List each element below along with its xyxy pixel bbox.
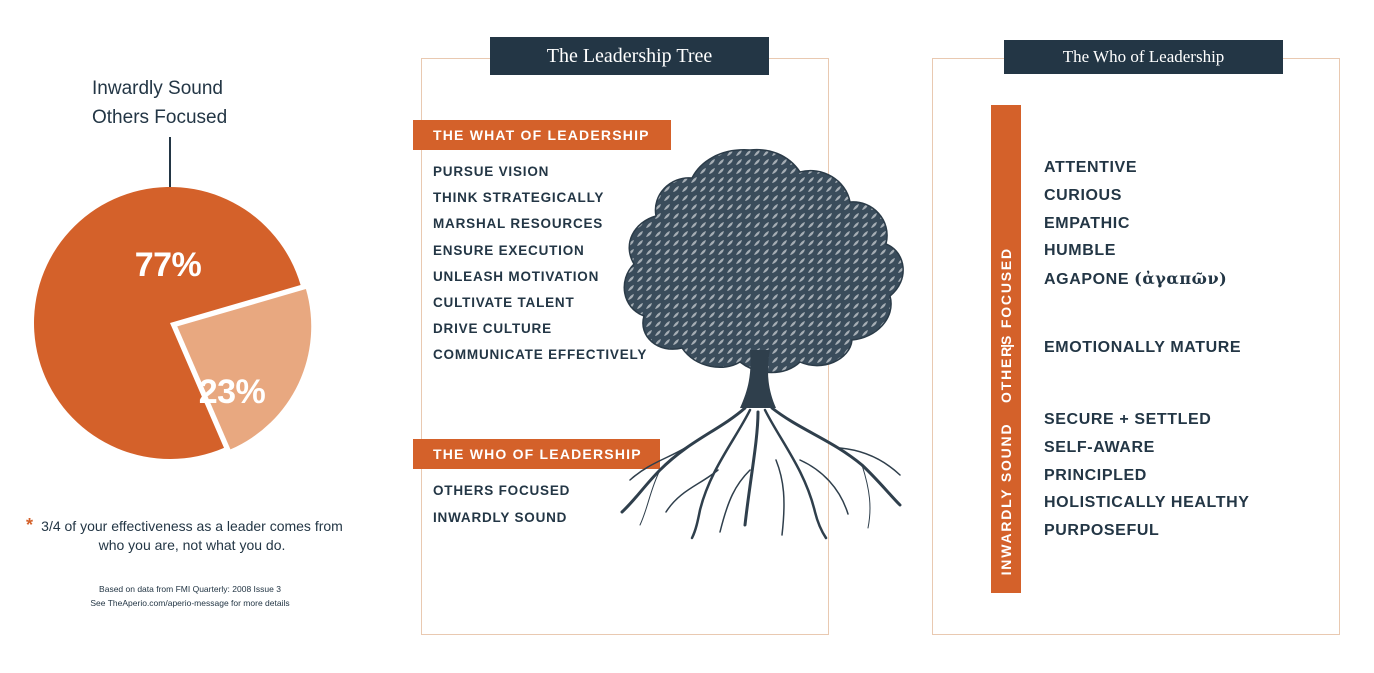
pie-caption-others-focused: Others Focused	[92, 107, 228, 128]
list-item: COMMUNICATE EFFECTIVELY	[433, 347, 648, 363]
list-item: ENSURE EXECUTION	[433, 242, 585, 258]
others-focused-traits: ATTENTIVE CURIOUS EMPATHIC HUMBLE AGAPON…	[1044, 158, 1227, 297]
list-item: EMPATHIC	[1044, 214, 1130, 232]
list-item: PURSUE VISION	[433, 164, 550, 179]
pie-caption-inwardly-sound: Inwardly Sound	[92, 78, 223, 99]
inwardly-sound-traits: SECURE + SETTLED SELF-AWARE PRINCIPLED H…	[1044, 410, 1250, 549]
tree-canopy	[623, 148, 904, 374]
list-item: MARSHAL RESOURCES	[433, 216, 604, 232]
who-of-leadership-title: The Who of Leadership	[1004, 40, 1283, 74]
pie-value-77: 77%	[135, 246, 202, 284]
what-of-leadership-list: PURSUE VISION THINK STRATEGICALLY MARSHA…	[433, 163, 647, 373]
agapone-greek: (ἀγαπῶν)	[1134, 269, 1228, 289]
list-item: SECURE + SETTLED	[1044, 411, 1212, 428]
who-of-leadership-list: OTHERS FOCUSED INWARDLY SOUND	[433, 482, 570, 536]
pie-slice-77	[34, 187, 301, 460]
list-item: HUMBLE	[1044, 242, 1117, 260]
leadership-tree-title: The Leadership Tree	[490, 37, 769, 75]
list-item: PRINCIPLED	[1044, 466, 1147, 484]
source-note: Based on data from FMI Quarterly: 2008 I…	[60, 582, 320, 610]
effectiveness-note: * 3/4 of your effectiveness as a leader …	[26, 515, 346, 555]
agapone-latin: AGAPONE	[1044, 271, 1130, 289]
list-item: SELF-AWARE	[1044, 438, 1155, 456]
vertical-label-others-focused: OTHERS FOCUSED	[998, 247, 1014, 403]
vertical-label-inwardly-sound: INWARDLY SOUND	[998, 422, 1014, 576]
list-item: PURPOSEFUL	[1044, 522, 1160, 540]
who-of-leadership-heading: THE WHO OF LEADERSHIP	[413, 439, 660, 469]
list-item: ATTENTIVE	[1044, 159, 1138, 176]
middle-trait: EMOTIONALLY MATURE	[1044, 338, 1241, 366]
list-item: CURIOUS	[1044, 186, 1122, 204]
pie-chart: 77% 23%	[34, 187, 312, 460]
list-item: OTHERS FOCUSED	[433, 483, 571, 498]
tree-roots	[620, 406, 902, 540]
source-line-1: Based on data from FMI Quarterly: 2008 I…	[99, 584, 281, 594]
what-of-leadership-heading: THE WHAT OF LEADERSHIP	[413, 120, 671, 150]
asterisk-icon: *	[26, 515, 34, 535]
list-item-agapone: AGAPONE (ἀγαπῶν)	[1044, 269, 1227, 297]
pie-connector-line	[169, 137, 171, 189]
vertical-category-bar: OTHERS FOCUSED | INWARDLY SOUND	[991, 105, 1021, 593]
tree-illustration	[620, 148, 904, 540]
pie-slice-23	[177, 289, 312, 450]
list-item: HOLISTICALLY HEALTHY	[1044, 494, 1250, 512]
list-item: EMOTIONALLY MATURE	[1044, 339, 1242, 356]
tree-trunk	[740, 350, 776, 408]
pie-caption: Inwardly Sound Others Focused	[92, 74, 227, 132]
source-line-2: See TheAperio.com/aperio-message for mor…	[90, 598, 290, 608]
list-item: CULTIVATE TALENT	[433, 294, 575, 310]
list-item: THINK STRATEGICALLY	[433, 190, 605, 206]
list-item: INWARDLY SOUND	[433, 510, 568, 525]
pie-value-23: 23%	[199, 373, 266, 411]
vertical-divider: |	[998, 342, 1014, 348]
list-item: UNLEASH MOTIVATION	[433, 268, 600, 284]
list-item: DRIVE CULTURE	[433, 321, 552, 337]
note-text: 3/4 of your effectiveness as a leader co…	[41, 518, 343, 553]
